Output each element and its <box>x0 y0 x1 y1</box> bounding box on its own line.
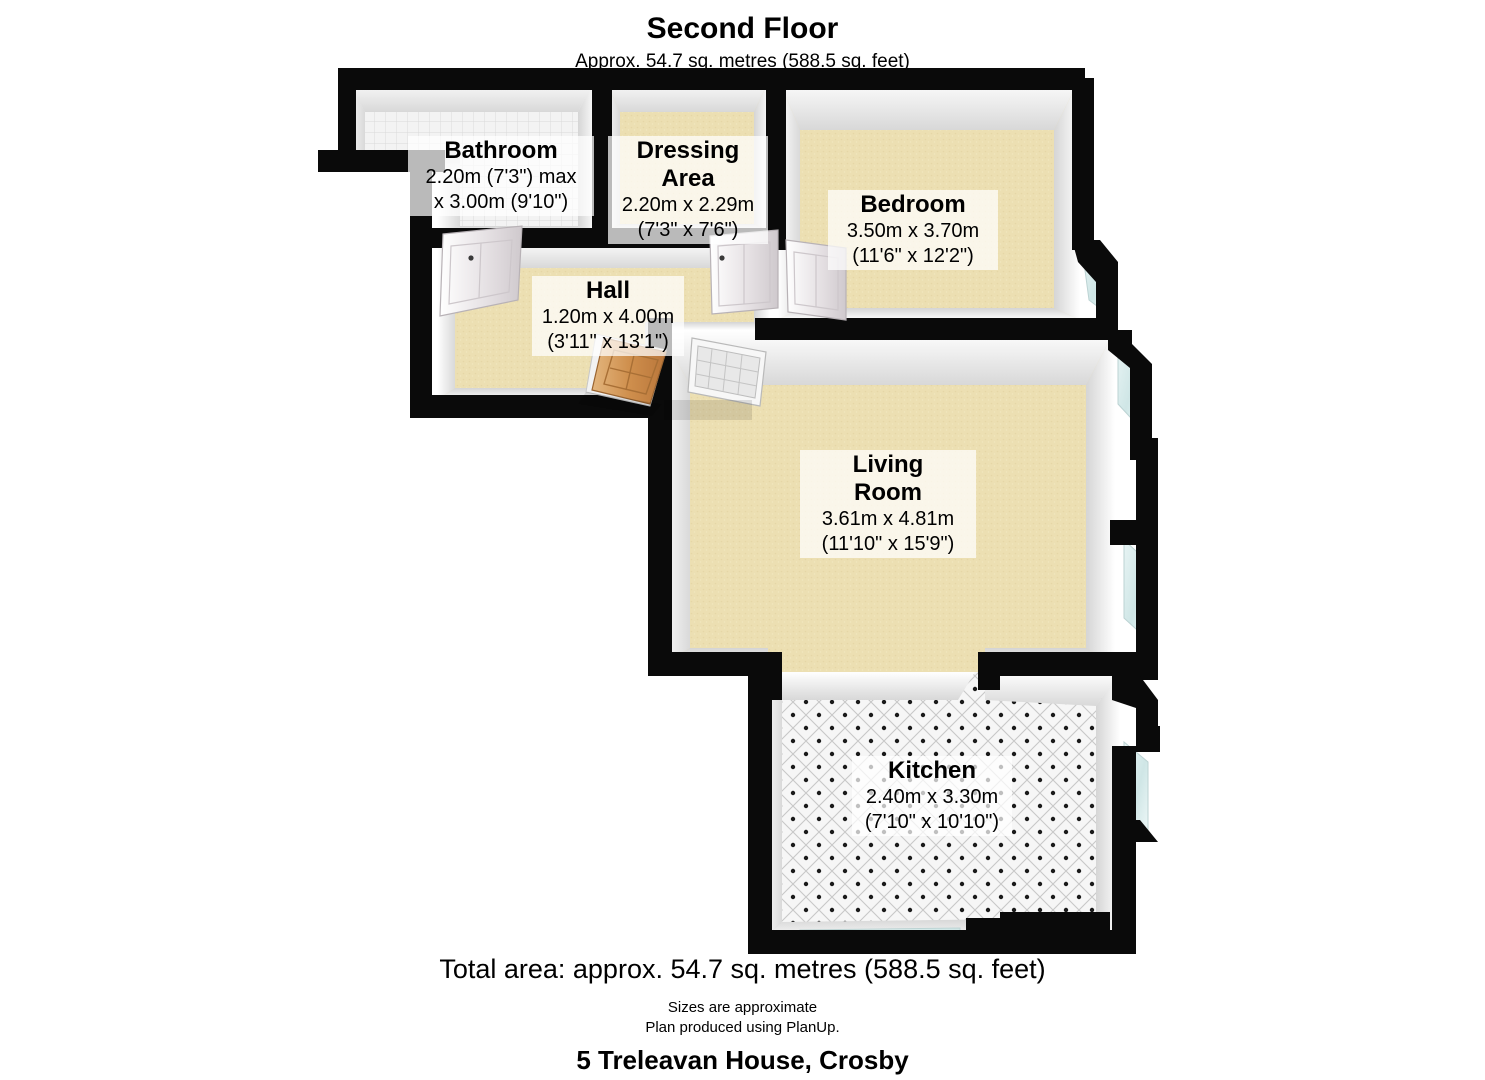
wall-living-east-lower <box>1110 520 1136 545</box>
page-subtitle: Approx. 54.7 sq. metres (588.5 sq. feet) <box>575 51 910 72</box>
wall-bedroom-south <box>755 318 1115 340</box>
wall-kitchen-south-notch <box>1000 912 1110 934</box>
wall-bedroom-east <box>1072 78 1094 250</box>
wall-bathroom-left-edge <box>318 150 340 172</box>
total-area-text: Total area: approx. 54.7 sq. metres (588… <box>439 954 1046 984</box>
plan-header: Second Floor Approx. 54.7 sq. metres (58… <box>0 10 1485 75</box>
wall-kitchen-east-step <box>1136 726 1160 752</box>
wall-kitchen-west <box>748 665 772 952</box>
living-room-radiator <box>687 337 767 407</box>
wall-kitchen-south <box>748 930 1136 954</box>
radiators <box>687 337 767 407</box>
doors <box>439 225 847 407</box>
wall-dressing-bedroom-divider <box>766 78 786 250</box>
wall-living-east-upper <box>1108 330 1152 444</box>
wall-kitchen-south-step <box>966 918 1010 942</box>
wall-kitchen-east-step-lower <box>1112 820 1158 842</box>
kitchen-wall-north-left <box>762 672 975 700</box>
kitchen-wall-north-right <box>985 672 1120 706</box>
wall-living-west <box>648 330 672 672</box>
wall-living-south-right <box>978 652 1140 676</box>
wall-bedroom-east-bay <box>1096 272 1118 330</box>
wall-north-outer <box>338 68 1085 90</box>
planup-credit: Plan produced using PlanUp. <box>645 1019 840 1036</box>
wall-hall-west-lower-skew <box>410 395 664 418</box>
wall-bathroom-dressing-divider <box>592 78 612 238</box>
plan-shadow <box>578 392 752 420</box>
dressing-door <box>709 229 779 315</box>
wall-kitchen-opening-jamb-right <box>978 652 1000 690</box>
kitchen-floor <box>762 672 1120 940</box>
page-title: Second Floor <box>646 12 839 45</box>
wall-living-east-bay <box>1130 438 1158 680</box>
bathroom-door <box>439 225 523 317</box>
bedroom-wall-north <box>778 78 1080 130</box>
wall-living-south-left <box>648 652 775 676</box>
bedroom-wall-south <box>778 308 1080 320</box>
living-wall-north <box>660 330 1115 385</box>
wall-kitchen-east-upper <box>1112 676 1158 742</box>
wall-north-outer-thickness <box>338 68 356 166</box>
sizes-note: Sizes are approximate <box>667 999 818 1016</box>
wall-hall-west <box>410 160 432 412</box>
wall-bedroom-east-step <box>1072 240 1118 282</box>
bedroom-door <box>785 239 847 321</box>
living-wall-east <box>1086 330 1115 665</box>
property-address: 5 Treleavan House, Crosby <box>576 1045 909 1075</box>
floor-surfaces <box>345 78 1120 940</box>
